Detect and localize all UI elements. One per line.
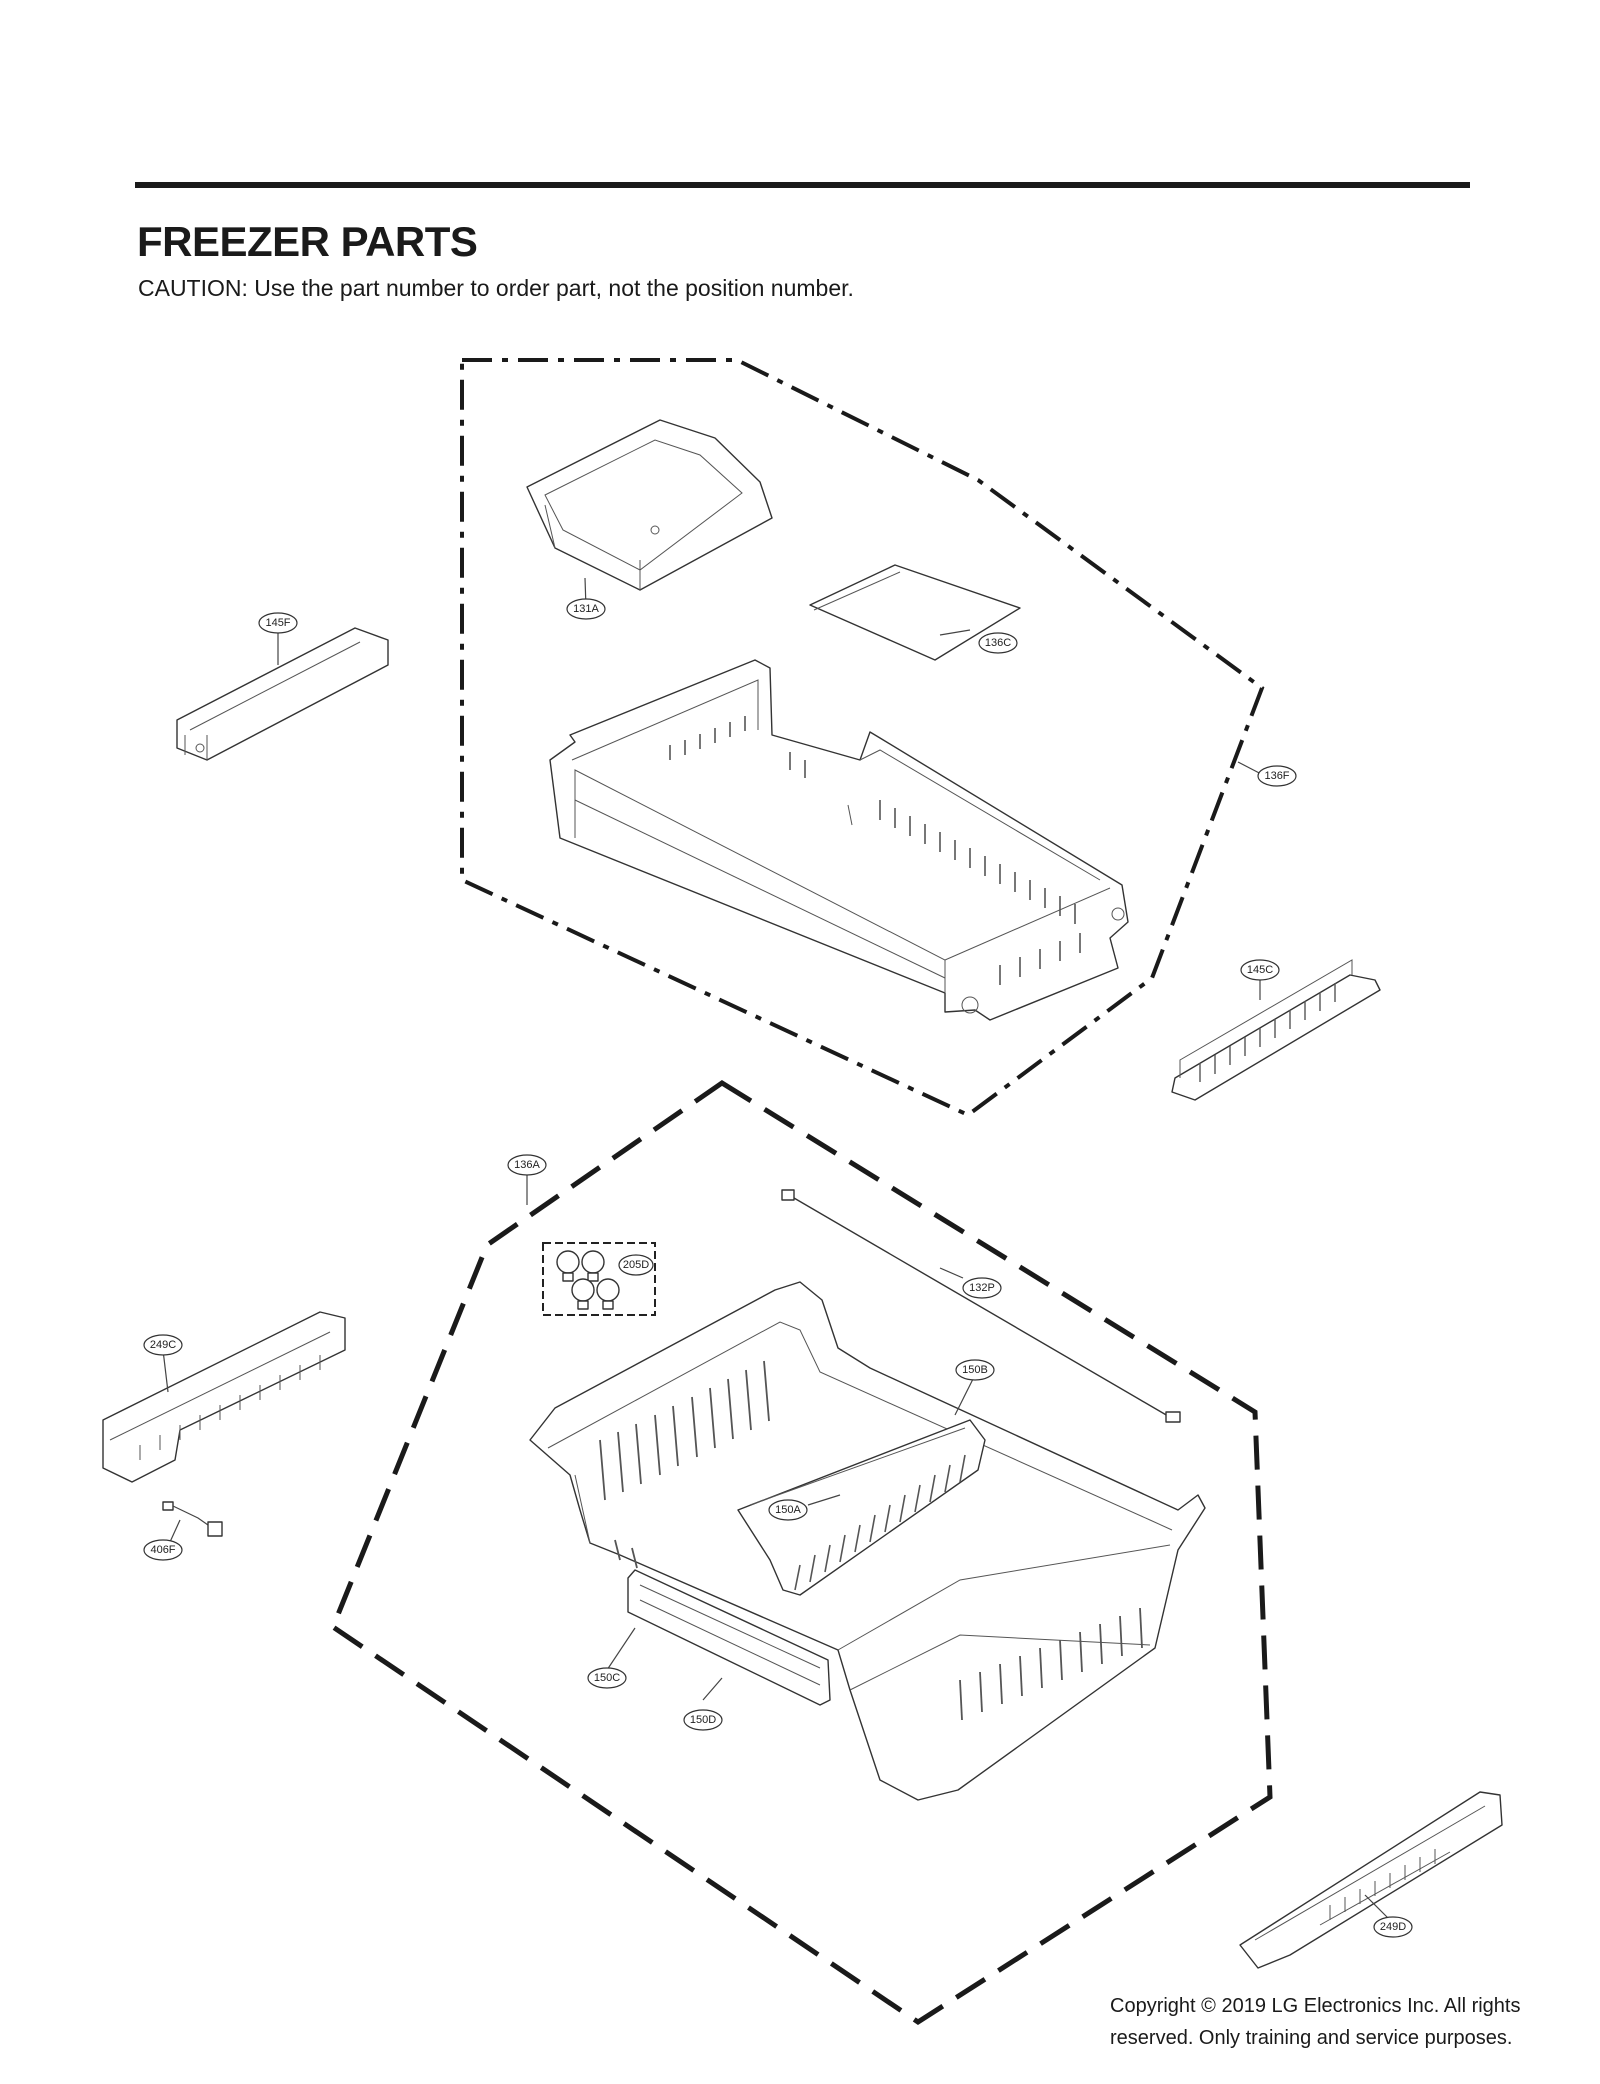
callout-406F-label: 406F bbox=[150, 1544, 175, 1556]
upper-assembly-border bbox=[460, 358, 1265, 1118]
callout-136F-label: 136F bbox=[1264, 770, 1289, 782]
callout-136A-label: 136A bbox=[514, 1159, 540, 1171]
callout-150C-label: 150C bbox=[594, 1672, 620, 1684]
wire-harness-part bbox=[781, 1189, 1181, 1423]
callout-132P: 132P bbox=[962, 1277, 1002, 1299]
callout-205D-label: 205D bbox=[623, 1259, 649, 1271]
copyright-notice: Copyright © 2019 LG Electronics Inc. All… bbox=[1110, 1990, 1560, 2054]
callout-406F: 406F bbox=[143, 1539, 183, 1561]
callout-249C-label: 249C bbox=[150, 1339, 176, 1351]
callout-145C: 145C bbox=[1240, 959, 1280, 981]
callout-150A-label: 150A bbox=[775, 1504, 801, 1516]
callout-145C-label: 145C bbox=[1247, 964, 1273, 976]
callout-249D-label: 249D bbox=[1380, 1921, 1406, 1933]
callout-145F-label: 145F bbox=[265, 617, 290, 629]
callout-150A: 150A bbox=[768, 1499, 808, 1521]
callout-131A-label: 131A bbox=[573, 603, 599, 615]
callout-150B-label: 150B bbox=[962, 1364, 988, 1376]
caps-set-part bbox=[542, 1242, 656, 1316]
switch-part bbox=[162, 1501, 223, 1537]
cover-plate-part bbox=[809, 564, 1021, 661]
callout-131A: 131A bbox=[566, 598, 606, 620]
caution-note: CAUTION: Use the part number to order pa… bbox=[138, 275, 854, 301]
callout-136C: 136C bbox=[978, 632, 1018, 654]
left-upper-rail-part bbox=[176, 627, 389, 761]
callout-136C-label: 136C bbox=[985, 637, 1011, 649]
callout-150B: 150B bbox=[955, 1359, 995, 1381]
callout-145F: 145F bbox=[258, 612, 298, 634]
upper-basket-part bbox=[549, 659, 1129, 1021]
callout-132P-label: 132P bbox=[969, 1282, 995, 1294]
right-upper-rail-part bbox=[1171, 959, 1381, 1101]
callout-150D-label: 150D bbox=[690, 1714, 716, 1726]
callout-249D: 249D bbox=[1373, 1916, 1413, 1938]
callout-150C: 150C bbox=[587, 1667, 627, 1689]
callout-205D: 205D bbox=[618, 1254, 654, 1276]
copyright-line-2: reserved. Only training and service purp… bbox=[1110, 2027, 1513, 2049]
callout-150D: 150D bbox=[683, 1709, 723, 1731]
small-bin-part bbox=[526, 419, 773, 591]
copyright-line-1: Copyright © 2019 LG Electronics Inc. All… bbox=[1110, 1995, 1521, 2017]
callout-249C: 249C bbox=[143, 1334, 183, 1356]
lower-assembly-border bbox=[329, 1080, 1273, 2025]
right-lower-rail-part bbox=[1239, 1791, 1503, 1969]
callout-136F: 136F bbox=[1257, 765, 1297, 787]
page-title: FREEZER PARTS bbox=[137, 218, 478, 265]
header-rule bbox=[135, 182, 1470, 188]
callout-136A: 136A bbox=[507, 1154, 547, 1176]
lower-basket-part bbox=[529, 1281, 1206, 1801]
left-lower-rail-part bbox=[102, 1311, 346, 1483]
